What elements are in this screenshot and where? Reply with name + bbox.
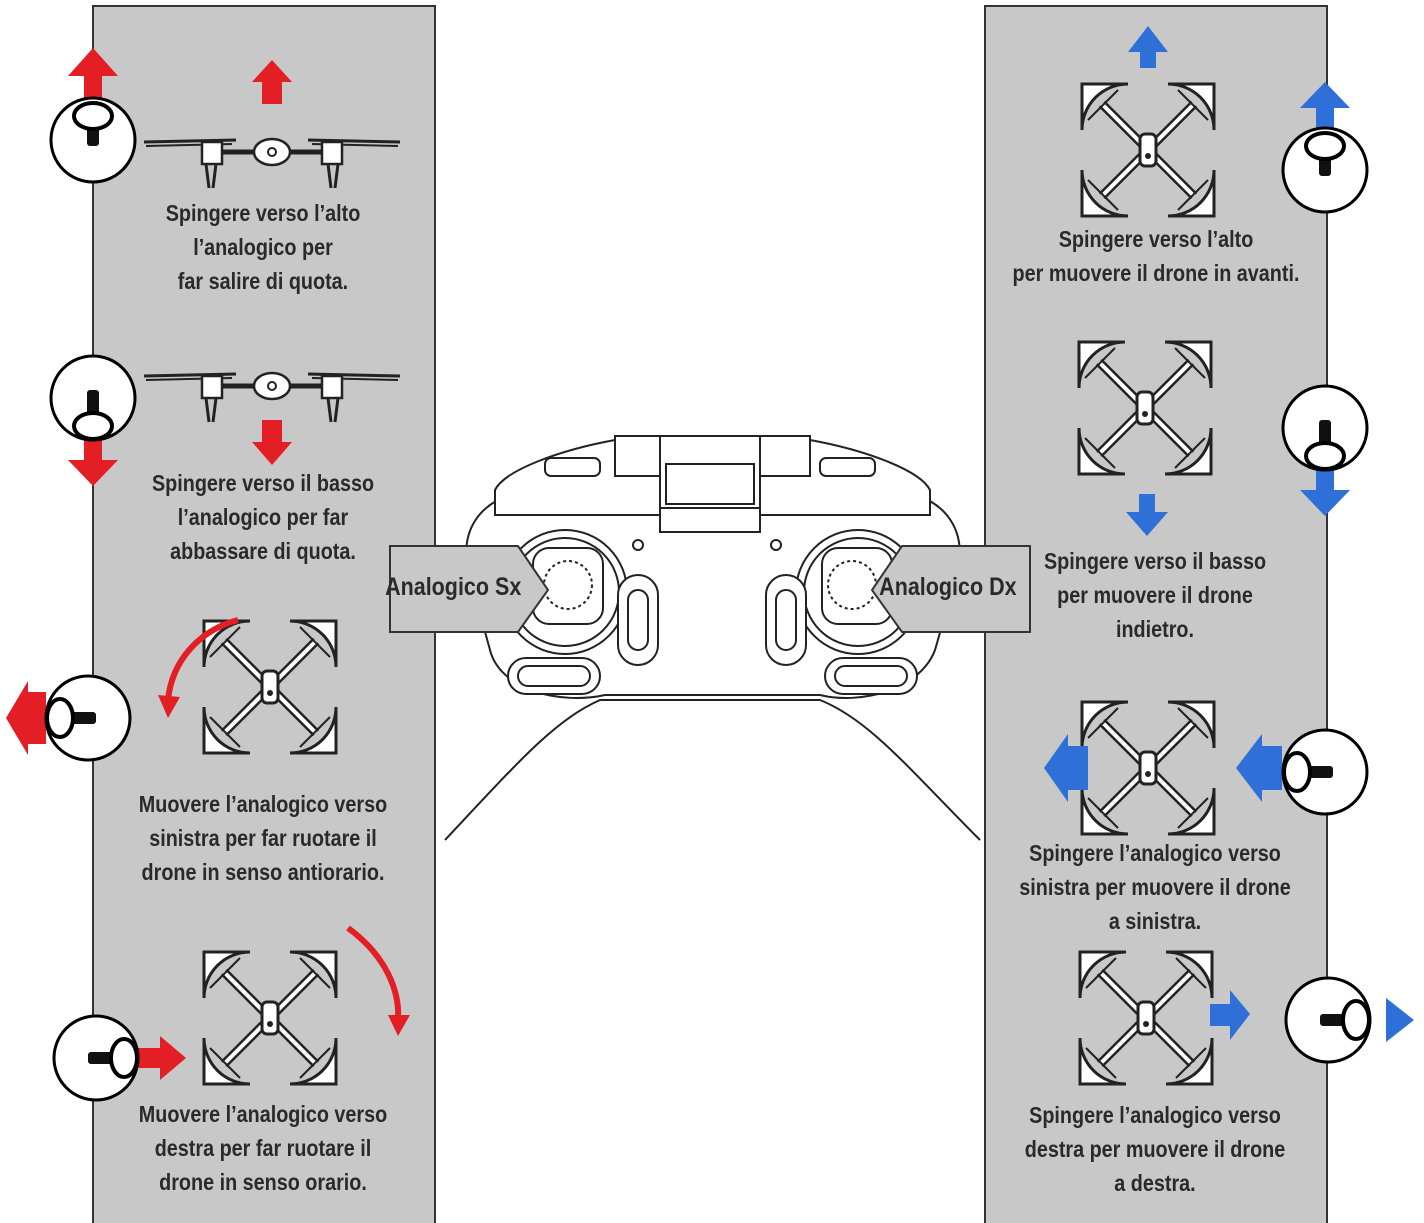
joystick-up-icon (1281, 126, 1369, 214)
arrow-left-icon (6, 681, 46, 755)
joystick-down-icon (49, 354, 137, 442)
caption-forward: Spingere verso l’alto per muovere il dro… (1012, 226, 1300, 286)
arrow-up-icon (1300, 82, 1350, 128)
arrow-left-icon (1236, 734, 1282, 802)
caption-move-right: Spingere l’analogico verso destra per mu… (1024, 1102, 1286, 1196)
rotate-cw-icon (346, 925, 402, 1021)
joystick-right-icon (52, 1014, 140, 1102)
caption-rotate-left: Muovere l’analogico verso sinistra per f… (138, 791, 388, 885)
arrow-down-icon (252, 420, 292, 465)
arrow-down-icon (1300, 468, 1350, 516)
joystick-left-icon (44, 674, 132, 762)
arrow-down-icon (1126, 494, 1168, 536)
joystick-left-icon (1281, 728, 1369, 816)
caption-throttle-up: Spingere verso l’alto l’analogico per fa… (165, 200, 361, 294)
right-stick-label-box (870, 545, 1031, 633)
right-stick-label: Analogico Dx (879, 573, 1017, 601)
left-panel (92, 5, 436, 1223)
arrow-right-icon (1386, 998, 1414, 1042)
arrow-up-icon (1128, 26, 1168, 68)
right-panel (984, 5, 1328, 1223)
caption-throttle-down: Spingere verso il basso l’analogico per … (151, 470, 375, 564)
arrow-up-icon (252, 60, 292, 104)
controller-drawing (444, 435, 981, 841)
arrow-right-icon (138, 1036, 186, 1080)
joystick-down-icon (1281, 384, 1369, 472)
caption-rotate-right: Muovere l’analogico verso destra per far… (138, 1101, 388, 1195)
rotate-ccw-icon (165, 617, 239, 701)
caption-move-left: Spingere l’analogico verso sinistra per … (1019, 840, 1291, 934)
joystick-up-icon (49, 96, 137, 184)
joystick-right-icon (1284, 976, 1372, 1064)
arrow-left-icon (1044, 734, 1088, 802)
arrow-up-icon (68, 48, 118, 100)
left-stick-label-box (389, 545, 550, 633)
arrow-down-icon (68, 440, 118, 486)
caption-backward: Spingere verso il basso per muovere il d… (1043, 548, 1267, 642)
arrow-right-icon (1210, 990, 1250, 1040)
left-stick-label: Analogico Sx (385, 573, 522, 601)
